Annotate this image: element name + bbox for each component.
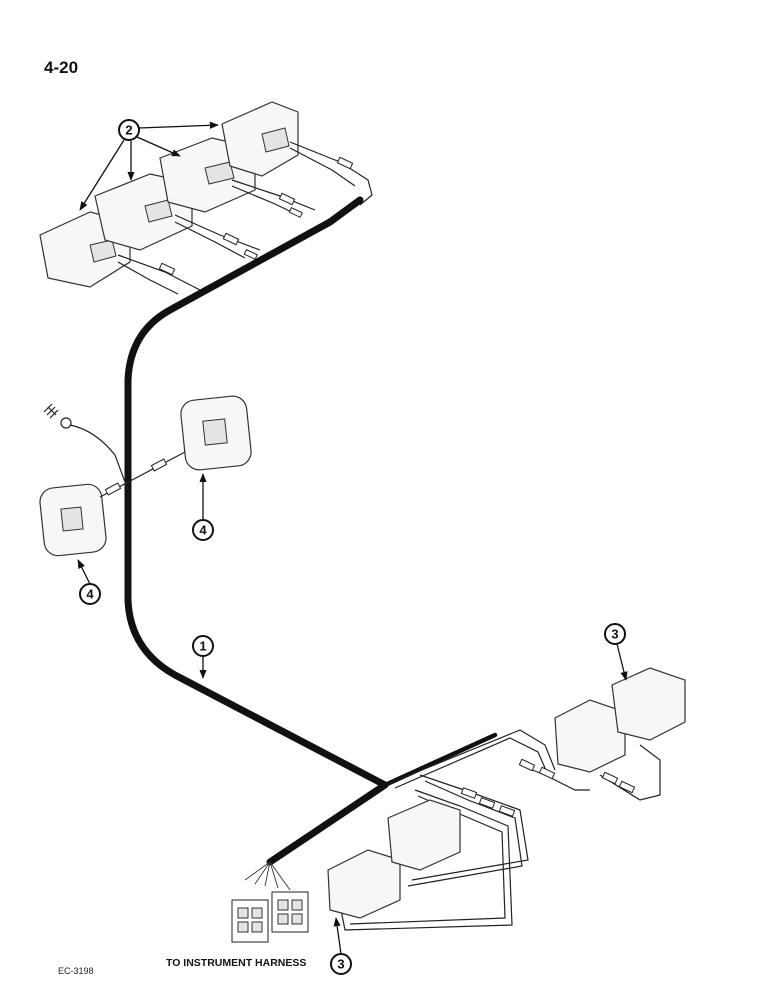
connector-block-right	[271, 891, 309, 933]
callout-3-bottom-label: 3	[337, 957, 344, 972]
top-lamp-group	[39, 101, 373, 295]
callout-2-label: 2	[125, 123, 132, 138]
callout-2: 2	[79, 119, 219, 211]
bottom-lamp-group	[327, 799, 461, 919]
page-number: 4-20	[44, 58, 79, 77]
callout-4-right-label: 4	[199, 523, 207, 538]
lamp-housing-6	[611, 667, 686, 741]
callout-1: 1	[192, 635, 214, 679]
callout-1-label: 1	[199, 639, 206, 654]
callout-4-left-label: 4	[86, 587, 94, 602]
right-lamp-group	[518, 667, 686, 801]
ground-symbol-icon	[43, 403, 59, 419]
lamp-housing-8	[387, 799, 461, 871]
main-harness	[124, 196, 389, 866]
callout-3-bottom: 3	[330, 917, 352, 975]
callout-3-top-label: 3	[611, 627, 618, 642]
callout-4-right: 4	[192, 473, 214, 541]
harness-branch-right	[382, 732, 498, 788]
work-lamp-right	[180, 395, 252, 471]
figure-code: EC-3198	[58, 966, 94, 976]
callout-3-top: 3	[604, 623, 628, 681]
lamp-housing-7	[327, 849, 401, 919]
lamp-housing-4	[221, 101, 299, 177]
lamp-housing-5	[554, 699, 626, 773]
work-lamp-left	[39, 483, 107, 557]
connector-block-left	[231, 899, 269, 943]
instrument-connectors	[231, 861, 309, 943]
callout-4-left: 4	[77, 559, 101, 605]
caption-to-instrument-harness: TO INSTRUMENT HARNESS	[166, 957, 307, 969]
